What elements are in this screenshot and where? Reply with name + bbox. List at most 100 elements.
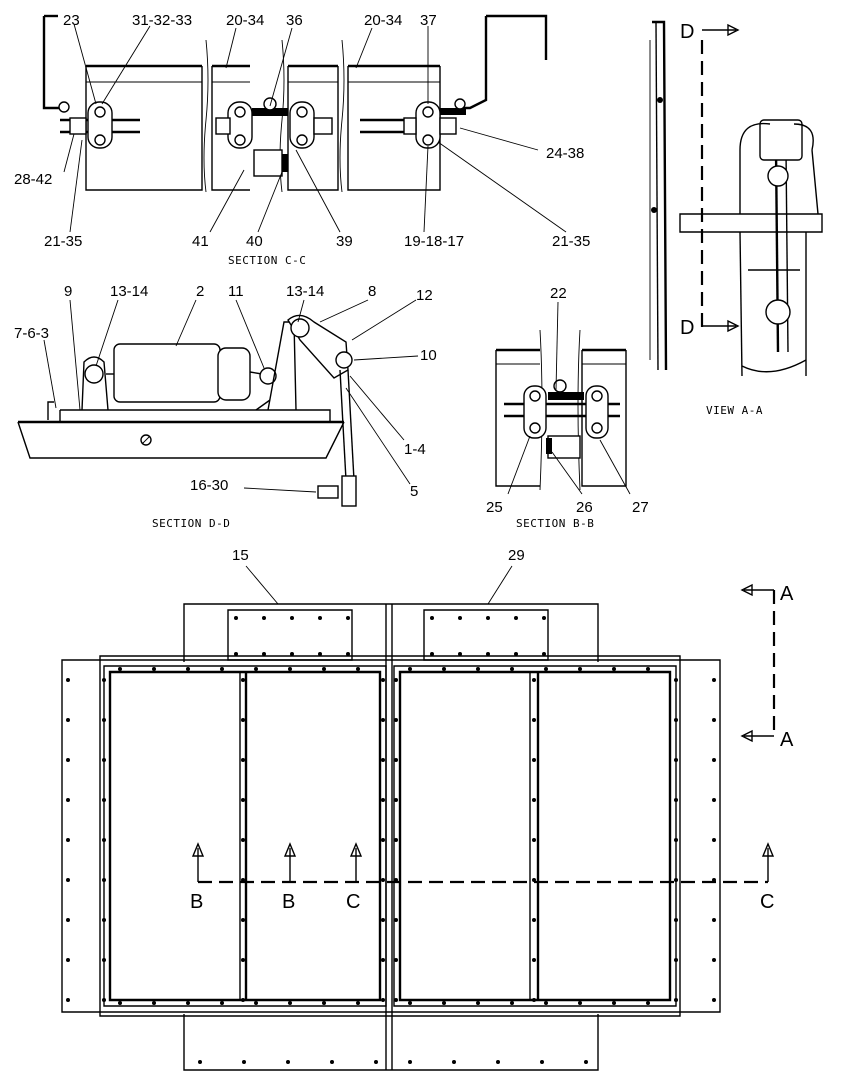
bolt-hole <box>234 652 238 656</box>
bolt-hole <box>674 678 678 682</box>
bolt-hole <box>430 652 434 656</box>
bolt-hole <box>381 838 385 842</box>
bolt-hole <box>408 1001 412 1005</box>
bolt-hole <box>544 1001 548 1005</box>
bolt-hole <box>262 652 266 656</box>
bolt-hole <box>66 798 70 802</box>
bolt-hole <box>198 1060 202 1064</box>
bolt-hole <box>394 918 398 922</box>
bolt-hole <box>241 758 245 762</box>
section-cc-view <box>42 14 567 233</box>
callout-bb-22: 22 <box>550 285 567 302</box>
bolt-hole <box>322 667 326 671</box>
bolt-hole <box>394 678 398 682</box>
view-aa-view <box>649 20 823 377</box>
bolt-hole <box>458 652 462 656</box>
bolt-hole <box>394 798 398 802</box>
bolt-hole <box>66 878 70 882</box>
bolt-hole <box>394 958 398 962</box>
bolt-hole <box>476 1001 480 1005</box>
callout-bb-25: 25 <box>486 499 503 516</box>
section-dd-view <box>17 299 419 507</box>
bolt-hole <box>381 918 385 922</box>
bolt-hole <box>356 1001 360 1005</box>
bolt-hole <box>458 616 462 620</box>
bolt-hole <box>394 878 398 882</box>
plan-marker-c-right: C <box>760 891 774 913</box>
bolt-hole <box>394 758 398 762</box>
bolt-hole <box>712 678 716 682</box>
bolt-hole <box>66 958 70 962</box>
callout-cc-19-18-17: 19-18-17 <box>404 233 464 250</box>
bolt-hole <box>674 958 678 962</box>
callout-dd-12: 12 <box>416 287 433 304</box>
section-cc-caption: SECTION C-C <box>228 254 306 267</box>
plan-marker-b-right: B <box>282 891 295 913</box>
plan-marker-c-left: C <box>346 891 360 913</box>
callout-cc-28-42: 28-42 <box>14 171 52 188</box>
callout-cc-20-34-left: 20-34 <box>226 12 264 29</box>
bolt-hole <box>542 652 546 656</box>
callout-dd-16-30: 16-30 <box>190 477 228 494</box>
bolt-hole <box>544 667 548 671</box>
bolt-hole <box>262 616 266 620</box>
bolt-hole <box>66 998 70 1002</box>
bolt-hole <box>66 678 70 682</box>
callout-bb-27: 27 <box>632 499 649 516</box>
callout-cc-31-32-33: 31-32-33 <box>132 12 192 29</box>
view-aa-marker-d-top: D <box>680 21 694 43</box>
bolt-hole <box>712 958 716 962</box>
bolt-hole <box>254 1001 258 1005</box>
bolt-hole <box>612 667 616 671</box>
bolt-hole <box>442 1001 446 1005</box>
bolt-hole <box>66 758 70 762</box>
bolt-hole <box>674 798 678 802</box>
bolt-hole <box>510 667 514 671</box>
bolt-hole <box>578 1001 582 1005</box>
bolt-hole <box>102 838 106 842</box>
bolt-hole <box>532 838 536 842</box>
bolt-hole <box>186 1001 190 1005</box>
bolt-hole <box>381 758 385 762</box>
bolt-hole <box>496 1060 500 1064</box>
bolt-hole <box>254 667 258 671</box>
bolt-hole <box>540 1060 544 1064</box>
callout-dd-13-14-right: 13-14 <box>286 283 324 300</box>
plan-view <box>61 565 776 1071</box>
callout-dd-8: 8 <box>368 283 376 300</box>
bolt-hole <box>234 616 238 620</box>
bolt-hole <box>646 1001 650 1005</box>
bolt-hole <box>514 616 518 620</box>
view-aa-caption: VIEW A-A <box>706 404 763 417</box>
bolt-hole <box>674 998 678 1002</box>
section-bb-caption: SECTION B-B <box>516 517 594 530</box>
bolt-hole <box>486 652 490 656</box>
bolt-hole <box>102 758 106 762</box>
bolt-hole <box>674 878 678 882</box>
callout-cc-37: 37 <box>420 12 437 29</box>
bolt-hole <box>118 1001 122 1005</box>
bolt-hole <box>102 998 106 1002</box>
callout-dd-5: 5 <box>410 483 418 500</box>
bolt-hole <box>241 678 245 682</box>
bolt-hole <box>674 758 678 762</box>
callout-cc-21-35-left: 21-35 <box>44 233 82 250</box>
bolt-hole <box>532 798 536 802</box>
section-bb-view <box>495 301 631 495</box>
bolt-hole <box>514 652 518 656</box>
callout-plan-29: 29 <box>508 547 525 564</box>
bolt-hole <box>532 918 536 922</box>
plan-marker-b-left: B <box>190 891 203 913</box>
bolt-hole <box>356 667 360 671</box>
view-aa-marker-d-bottom: D <box>680 317 694 339</box>
bolt-hole <box>102 678 106 682</box>
callout-dd-11: 11 <box>228 283 244 300</box>
bolt-hole <box>532 998 536 1002</box>
bolt-hole <box>452 1060 456 1064</box>
bolt-hole <box>318 616 322 620</box>
bolt-hole <box>381 998 385 1002</box>
bolt-hole <box>152 1001 156 1005</box>
bolt-hole <box>674 838 678 842</box>
bolt-hole <box>381 678 385 682</box>
bolt-hole <box>102 718 106 722</box>
